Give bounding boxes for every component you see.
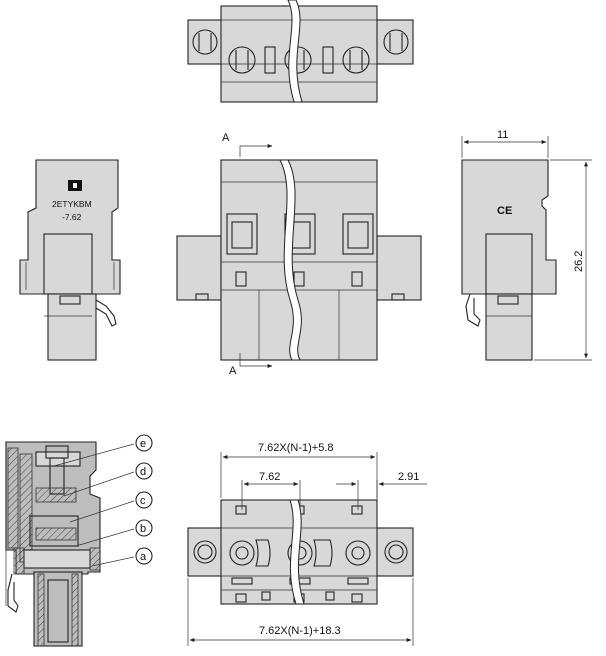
mount-hole-icon (384, 540, 408, 564)
dim-total: 7.62X(N-1)+18.3 (259, 625, 341, 637)
front-view (176, 159, 422, 361)
top-view (187, 0, 414, 103)
mount-hole-icon (193, 540, 217, 564)
ce-mark: CE (497, 205, 512, 217)
cross-section-view (5, 441, 101, 647)
break-line (289, 499, 305, 605)
section-label: A (222, 132, 230, 144)
callout-d: d (63, 462, 153, 497)
screw-icon (192, 29, 218, 55)
screw-icon (342, 46, 370, 74)
break-line (279, 159, 302, 361)
screw-icon (228, 46, 256, 74)
callout-c: c (69, 491, 153, 523)
callout-group: e d c b a (53, 434, 153, 567)
label-chip-icon (68, 180, 82, 191)
break-line (287, 0, 303, 103)
dim-height: 26.2 (573, 251, 585, 272)
right-side-view: CE 11 26.2 (461, 129, 592, 361)
dim-pitch: 7.62 (259, 471, 280, 483)
svg-text:b: b (140, 523, 146, 535)
svg-text:a: a (140, 551, 147, 563)
part-pitch: -7.62 (62, 212, 82, 222)
pin-hole-icon (345, 540, 371, 566)
callout-a: a (91, 547, 153, 567)
left-side-view: 2ETYKBM -7.62 (19, 159, 121, 361)
section-mark-top: A (222, 132, 273, 157)
svg-text:e: e (140, 438, 146, 450)
dim-offset: 2.91 (398, 471, 419, 483)
svg-text:d: d (140, 466, 146, 478)
section-mark-bottom: A (229, 353, 273, 377)
bottom-view: 7.62X(N-1)+5.8 7.62 2.91 7.62X(N-1)+18.3 (187, 442, 427, 646)
section-label: A (229, 365, 237, 377)
part-number: 2ETYKBM (52, 199, 92, 209)
callout-e: e (53, 434, 153, 467)
svg-text:c: c (140, 495, 146, 507)
dim-overall-pitch: 7.62X(N-1)+5.8 (258, 442, 334, 454)
pin-hole-icon (229, 540, 255, 566)
dim-width: 11 (497, 129, 508, 141)
screw-icon (383, 29, 409, 55)
callout-b: b (75, 519, 153, 547)
